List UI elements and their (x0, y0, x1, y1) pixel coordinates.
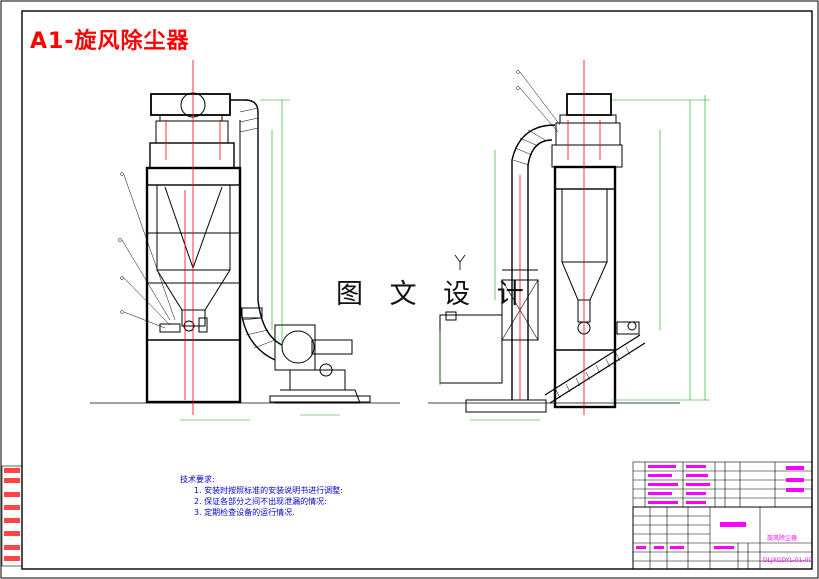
front-view-centerlines (165, 60, 221, 415)
title-block (632, 506, 813, 570)
parts-list-text-marks (648, 465, 804, 504)
side-view-centerlines (519, 60, 601, 415)
parts-list-table (632, 461, 813, 508)
title-block-drawing-name: 旋风除尘器 (767, 534, 797, 542)
front-view (145, 92, 371, 404)
title-block-drawing-code: DLJXGDYL-01-00 (763, 557, 812, 564)
side-view-dimensions (439, 95, 710, 421)
y-axis-marker (454, 254, 466, 270)
drawing-title: A1-旋风除尘器 (30, 29, 190, 54)
watermark-text: 图 文 设 计 (336, 279, 533, 310)
inner-frame (21, 10, 813, 570)
title-block-text-marks (636, 522, 746, 549)
front-view-callouts (118, 172, 176, 329)
technical-requirements-heading: 技术要求: (180, 475, 215, 484)
technical-requirements: 技术要求: 1. 安装时按照标准的安装说明书进行调整: 2. 保证各部分之间不出… (180, 474, 343, 518)
front-view-dimensions (180, 99, 340, 421)
screw-conveyor (544, 321, 646, 404)
technical-requirement-item: 3. 定期检查设备的运行情况. (194, 508, 295, 517)
technical-requirement-item: 2. 保证各部分之间不出现泄漏的情况: (194, 497, 327, 506)
side-view (439, 93, 646, 413)
side-view-callouts (516, 70, 561, 133)
margin-stamp-strip (1, 465, 23, 567)
technical-requirement-item: 1. 安装时按照标准的安装说明书进行调整: (194, 486, 343, 495)
